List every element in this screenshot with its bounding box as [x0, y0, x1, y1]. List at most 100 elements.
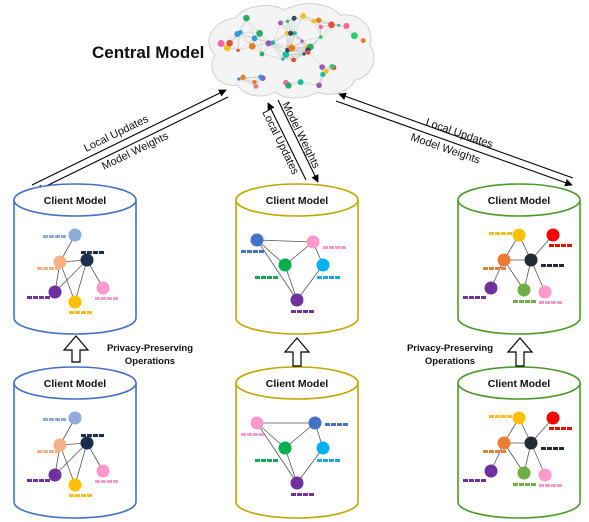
brain-link: [318, 20, 339, 26]
feature-bar: [113, 480, 118, 483]
brain-node: [316, 82, 322, 89]
feature-bar: [545, 484, 550, 487]
brain-node: [288, 30, 294, 36]
feature-bar: [525, 483, 530, 486]
cylinder-body: [457, 383, 581, 519]
feature-bar: [329, 276, 334, 279]
feature-bar: [555, 244, 560, 247]
feature-bar: [539, 484, 544, 487]
feature-bar: [297, 310, 302, 313]
feature-bar: [475, 479, 480, 482]
graph-node: [484, 281, 498, 295]
right-privacy-label-line2: Operations: [425, 356, 475, 367]
feature-bar: [325, 423, 330, 426]
client-model-label: Client Model: [44, 378, 106, 390]
brain-node: [285, 82, 292, 89]
feature-bar: [525, 300, 530, 303]
feature-bar: [87, 251, 92, 254]
feature-bar: [101, 480, 106, 483]
feature-bar: [267, 276, 272, 279]
feature-bar: [113, 297, 118, 300]
feature-bar: [241, 250, 246, 253]
feature-bar: [99, 434, 104, 437]
brain-node: [281, 57, 285, 61]
left-local-updates-arrow: [31, 89, 227, 186]
feature-bar: [329, 459, 334, 462]
graph-node: [517, 466, 531, 480]
brain-link: [237, 38, 255, 51]
brain-node: [291, 57, 296, 63]
graph-node: [68, 411, 82, 425]
feature-bar: [469, 296, 474, 299]
feature-bar: [69, 494, 74, 497]
client-model-label: Client Model: [266, 195, 328, 207]
feature-bar: [553, 264, 558, 267]
graph-node: [517, 283, 531, 297]
feature-bar: [267, 459, 272, 462]
brain-node: [270, 40, 276, 46]
central-model-brain-icon: [208, 3, 375, 99]
feature-bar: [531, 300, 536, 303]
feature-bar: [49, 267, 54, 270]
right-privacy-label-line1: Privacy-Preserving: [407, 343, 493, 354]
feature-bar: [475, 296, 480, 299]
feature-bar: [49, 418, 54, 421]
feature-bar: [309, 493, 314, 496]
brain-link: [238, 78, 255, 83]
cylinder-top: [457, 183, 581, 217]
brain-node: [302, 52, 306, 56]
brain-node: [336, 23, 341, 27]
brain-node: [226, 39, 233, 47]
brain-node: [236, 48, 240, 53]
graph-node: [53, 438, 67, 452]
feature-bar: [37, 267, 42, 270]
feature-bar: [555, 427, 560, 430]
brain-node: [252, 79, 257, 85]
graph-edge: [296, 264, 324, 301]
brain-node: [291, 15, 297, 21]
feature-bar: [39, 296, 44, 299]
feature-bar: [49, 235, 54, 238]
feature-bar: [43, 418, 48, 421]
feature-bar: [463, 296, 468, 299]
feature-bar: [309, 310, 314, 313]
feature-bar: [101, 297, 106, 300]
feature-bar: [463, 479, 468, 482]
feature-bar: [95, 480, 100, 483]
feature-bar: [75, 494, 80, 497]
graph-node: [80, 436, 94, 450]
client-model-cylinder-bottom-middle: Client Model: [235, 366, 359, 519]
feature-bar: [49, 450, 54, 453]
feature-bar: [561, 244, 566, 247]
brain-node: [300, 39, 304, 43]
feature-bar: [545, 301, 550, 304]
right-up-arrow-icon: [506, 337, 534, 367]
client-model-label: Client Model: [266, 378, 328, 390]
graph-edge: [74, 442, 88, 486]
feature-bar: [55, 235, 60, 238]
cylinder-body: [235, 383, 359, 519]
feature-bar: [513, 300, 518, 303]
feature-bar: [27, 296, 32, 299]
brain-node: [315, 17, 322, 24]
feature-bar: [531, 483, 536, 486]
graph-node: [512, 411, 526, 425]
feature-bar: [253, 433, 258, 436]
feature-bar: [93, 251, 98, 254]
graph-node: [53, 255, 67, 269]
brain-node: [300, 13, 307, 19]
feature-bar: [323, 276, 328, 279]
graph-node: [512, 228, 526, 242]
feature-bar: [507, 415, 512, 418]
feature-bar: [519, 300, 524, 303]
graph-node: [80, 253, 94, 267]
feature-bar: [335, 276, 340, 279]
feature-bar: [107, 480, 112, 483]
feature-bar: [247, 433, 252, 436]
brain-link: [259, 33, 263, 55]
feature-bar: [549, 427, 554, 430]
feature-bar: [95, 297, 100, 300]
left-up-arrow-icon: [62, 335, 90, 363]
graph-edge: [59, 261, 76, 303]
feature-bar: [241, 433, 246, 436]
